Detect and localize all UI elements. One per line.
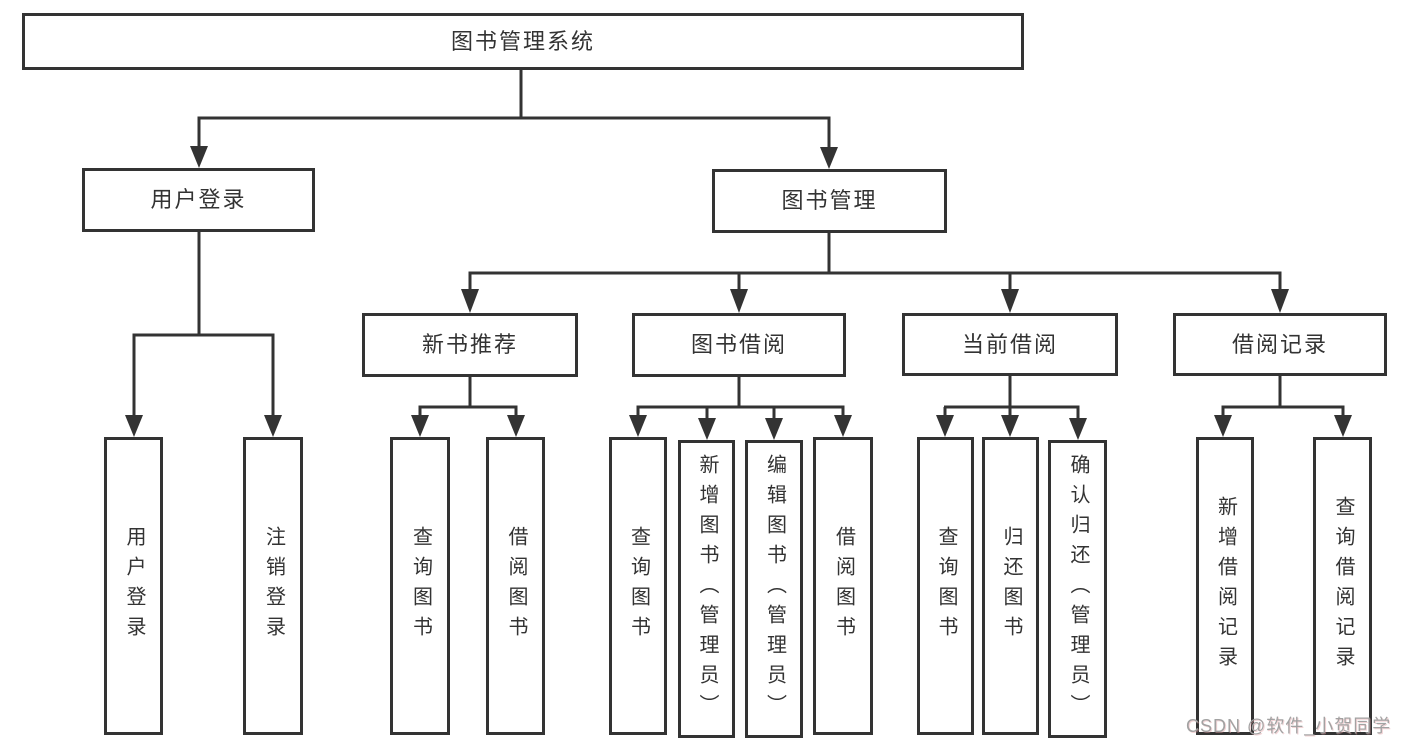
connector-userlogin-children xyxy=(125,232,282,437)
leaf-add-books-admin: 新增图书（管理员） xyxy=(678,440,735,738)
node-borrowing-records: 借阅记录 xyxy=(1173,313,1387,376)
leaf-borrowing-query-books: 查询图书 xyxy=(609,437,667,735)
connector-bookmgmt-to-groups xyxy=(461,233,1289,313)
leaf-return-books: 归还图书 xyxy=(982,437,1039,735)
node-new-book-recommend: 新书推荐 xyxy=(362,313,578,377)
node-current-borrowing: 当前借阅 xyxy=(902,313,1118,376)
leaf-newbooks-borrow-books: 借阅图书 xyxy=(486,437,545,735)
connector-root-to-level2 xyxy=(190,70,838,169)
leaf-borrowing-borrow-books: 借阅图书 xyxy=(813,437,873,735)
leaf-add-borrow-record: 新增借阅记录 xyxy=(1196,437,1254,735)
connector-newbooks-children xyxy=(411,377,525,437)
leaf-user-login: 用户登录 xyxy=(104,437,163,735)
connector-bookborrow-children xyxy=(629,377,852,440)
leaf-confirm-return-admin: 确认归还（管理员） xyxy=(1048,440,1107,738)
leaf-logout: 注销登录 xyxy=(243,437,303,735)
leaf-query-borrow-record: 查询借阅记录 xyxy=(1313,437,1372,735)
leaf-newbooks-query-books: 查询图书 xyxy=(390,437,450,735)
connector-currentborrow-children xyxy=(936,376,1087,440)
node-root-library-system: 图书管理系统 xyxy=(22,13,1024,70)
node-book-borrowing: 图书借阅 xyxy=(632,313,846,377)
leaf-edit-books-admin: 编辑图书（管理员） xyxy=(745,440,803,738)
node-user-login: 用户登录 xyxy=(82,168,315,232)
node-book-management: 图书管理 xyxy=(712,169,947,233)
csdn-watermark: CSDN @软件_小贺同学 xyxy=(1186,716,1392,736)
connector-borrowrecords-children xyxy=(1214,376,1352,437)
leaf-current-query-books: 查询图书 xyxy=(917,437,974,735)
